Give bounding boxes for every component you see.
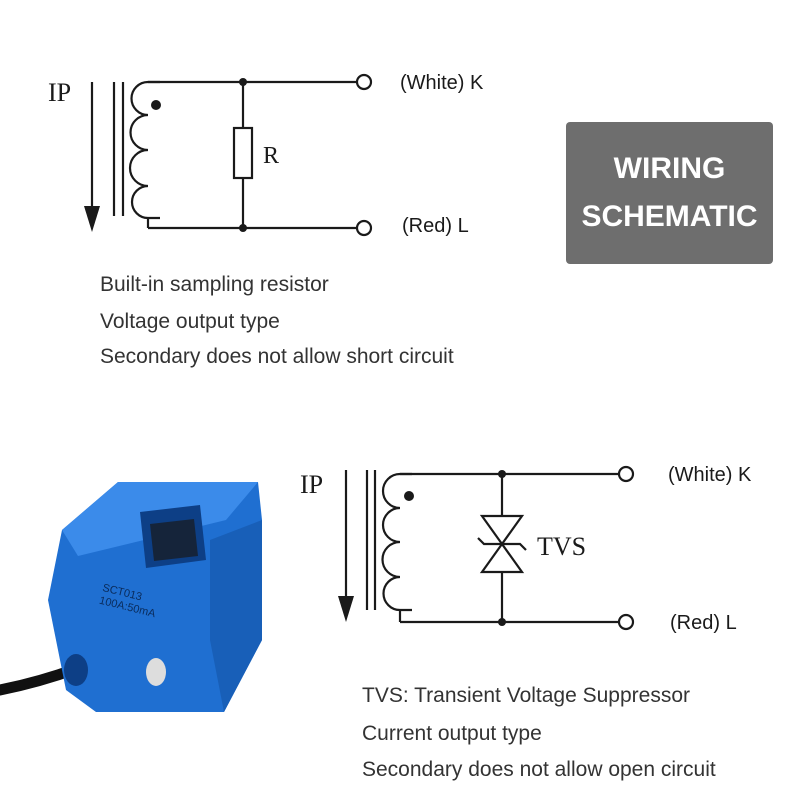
bottom-terminal-l-icon <box>617 613 635 631</box>
bottom-note-1: TVS: Transient Voltage Suppressor <box>362 684 691 707</box>
bottom-terminal-l-label: (Red) L <box>670 612 737 634</box>
resistor-label: R <box>263 143 280 169</box>
bottom-current-label: IP <box>300 470 324 499</box>
bottom-junction-dot-icon <box>498 618 506 626</box>
sensor-illustration <box>0 482 262 712</box>
top-terminal-k-icon <box>355 73 373 91</box>
top-coil <box>128 80 160 220</box>
bottom-note-3: Secondary does not allow open circuit <box>362 758 716 781</box>
top-junction-dot-icon <box>239 78 247 86</box>
sensor-sticker <box>146 658 166 686</box>
top-current-label: IP <box>48 78 72 107</box>
badge-line-1: WIRING <box>613 152 726 185</box>
top-terminal-l-label: (Red) L <box>402 215 469 237</box>
tvs-bar <box>477 537 527 551</box>
bottom-note-2: Current output type <box>362 722 542 745</box>
bottom-terminal-k-label: (White) K <box>668 464 752 486</box>
resistor-symbol <box>232 126 254 180</box>
top-junction-dot-icon <box>239 224 247 232</box>
bottom-terminal-k-icon <box>617 465 635 483</box>
top-note-2: Voltage output type <box>100 310 280 333</box>
top-terminal-k-label: (White) K <box>400 72 484 94</box>
wiring-schematic-badge: WIRING SCHEMATIC <box>566 122 773 264</box>
tvs-label: TVS <box>537 532 587 561</box>
top-note-3: Secondary does not allow short circuit <box>100 345 454 368</box>
tvs-diode-lower <box>479 542 525 574</box>
bottom-coil <box>381 472 412 612</box>
top-polarity-dot-icon <box>151 100 161 110</box>
tvs-diode-upper <box>479 514 525 546</box>
bottom-junction-dot-icon <box>498 470 506 478</box>
bottom-current-arrow-head-icon <box>338 596 354 622</box>
top-note-1: Built-in sampling resistor <box>100 273 329 296</box>
bottom-polarity-dot-icon <box>404 491 414 501</box>
badge-line-2: SCHEMATIC <box>581 200 758 233</box>
top-terminal-l-icon <box>355 219 373 237</box>
top-current-arrow-head-icon <box>84 206 100 232</box>
